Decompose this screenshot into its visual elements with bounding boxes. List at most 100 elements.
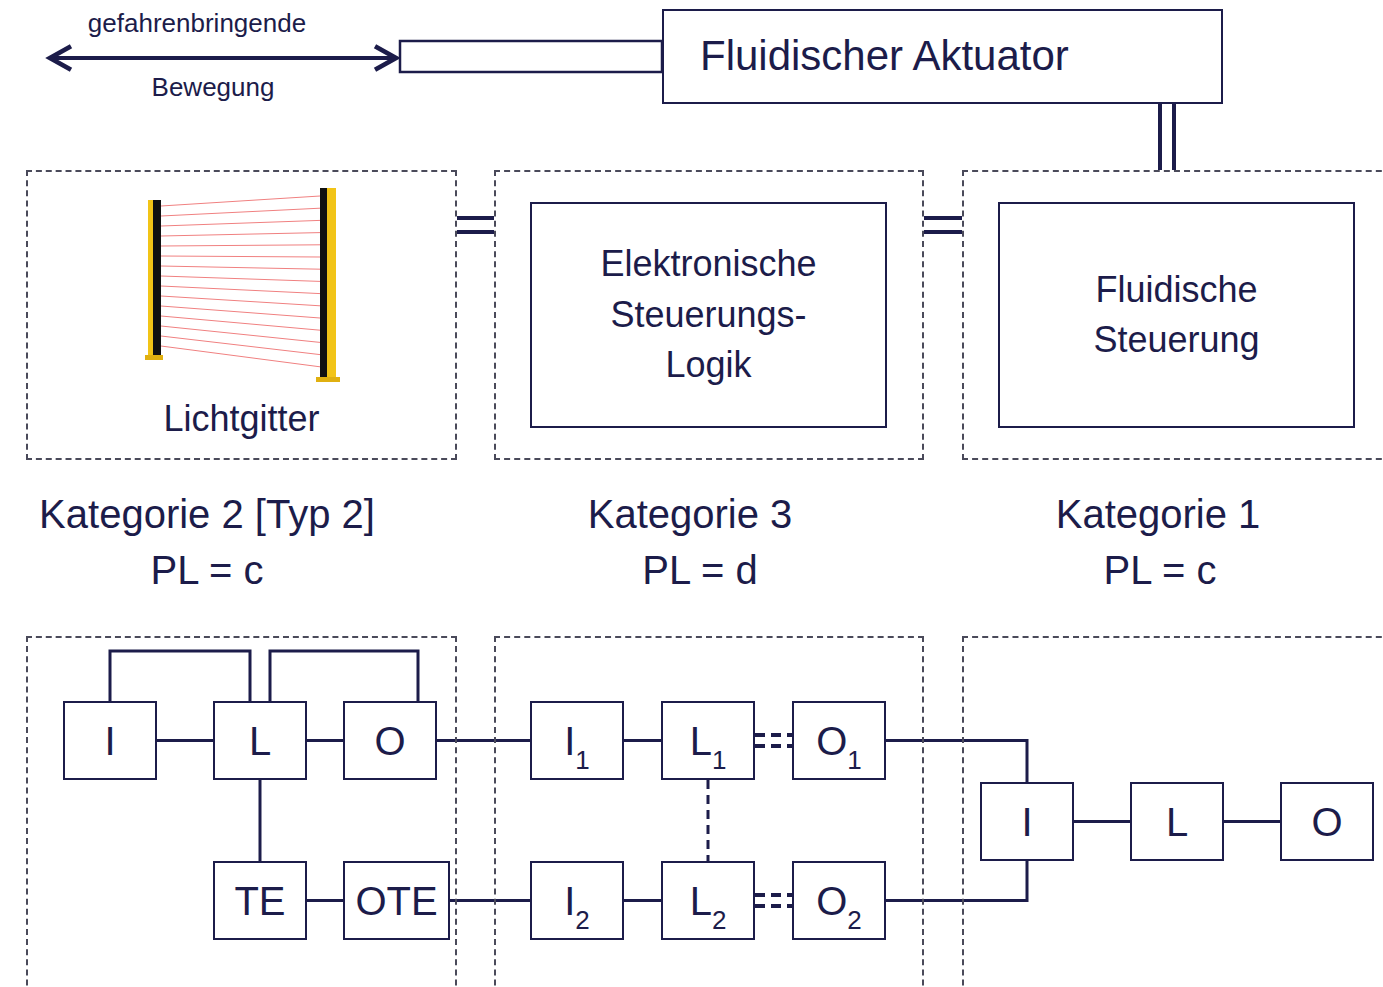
block-label: OTE — [355, 879, 437, 923]
connector — [1074, 821, 1130, 822]
light-beam — [161, 336, 320, 355]
connector-line — [307, 899, 343, 902]
text-holder: Lichtgitter — [28, 397, 455, 440]
subscript-index: 2 — [575, 905, 589, 935]
post-foot — [316, 377, 340, 382]
light-beams — [161, 196, 320, 367]
block-label: I — [564, 719, 575, 763]
block-label: L — [1166, 800, 1188, 844]
text-holder: L2 — [690, 873, 727, 929]
block-box: L — [213, 701, 307, 780]
text-holder: L — [249, 713, 271, 769]
category-label: PL = c — [0, 546, 507, 594]
connector-line — [157, 739, 213, 742]
category-region: I1L1O1I2L2O2 — [494, 636, 924, 987]
curtain-post — [327, 188, 336, 380]
text-holder: O1 — [816, 713, 862, 769]
block-box: O1 — [792, 701, 886, 780]
connector-gap — [457, 220, 494, 230]
block-label: TE — [234, 879, 285, 923]
connector — [260, 780, 261, 861]
block-label: O — [816, 879, 847, 923]
subscript-index: 2 — [712, 905, 726, 935]
block-box: Fluidischer Aktuator — [662, 9, 1223, 104]
text-holder: I2 — [564, 873, 590, 929]
light-beam — [161, 296, 320, 306]
text-holder: Elektronische Steuerungs- Logik — [578, 239, 840, 390]
connector — [755, 740, 792, 741]
block-box: Fluidische Steuerung — [998, 202, 1355, 428]
subscript-index: 1 — [847, 745, 861, 775]
block-box: O — [343, 701, 437, 780]
text-holder: I — [1021, 794, 1032, 850]
block-label: Fluidische Steuerung — [1093, 269, 1259, 360]
connector — [437, 740, 530, 741]
category-region: ILOTEOTE — [26, 636, 457, 987]
category-label: Kategorie 1 — [858, 490, 1383, 538]
subscript-index: 2 — [847, 905, 861, 935]
block-label: Elektronische Steuerungs- Logik — [600, 243, 816, 385]
block-label: L — [690, 879, 712, 923]
connector-line — [886, 741, 1027, 783]
block-box: O2 — [792, 861, 886, 940]
connector — [1224, 821, 1280, 822]
piston-rod — [400, 41, 662, 72]
connector — [270, 651, 418, 701]
block-label: Lichtgitter — [163, 398, 319, 439]
light-beam — [161, 245, 320, 246]
category-region: Lichtgitter — [26, 170, 457, 460]
motion-label: gefahrenbringende — [0, 8, 497, 39]
connector — [624, 740, 661, 741]
block-box: L2 — [661, 861, 755, 940]
text-holder: L1 — [690, 713, 727, 769]
block-label: I — [564, 879, 575, 923]
subscript-index: 1 — [712, 745, 726, 775]
block-label: L — [249, 719, 271, 763]
connector-line — [624, 899, 661, 902]
block-label: I — [1021, 800, 1032, 844]
block-box: I2 — [530, 861, 624, 940]
block-box: L1 — [661, 701, 755, 780]
text-holder: Fluidischer Aktuator — [700, 27, 1069, 86]
text-holder: O — [1311, 794, 1342, 850]
light-curtain — [145, 188, 340, 382]
connector — [307, 900, 343, 901]
connector-line — [1074, 820, 1130, 823]
light-beam — [161, 220, 320, 226]
connector-line — [450, 899, 530, 902]
block-label: Fluidischer Aktuator — [700, 32, 1069, 79]
connector — [1167, 104, 1168, 170]
block-label: O — [1311, 800, 1342, 844]
category-label: Kategorie 2 [Typ 2] — [0, 490, 507, 538]
light-beam — [161, 326, 320, 342]
connector-line — [307, 739, 343, 742]
connector-line — [259, 780, 262, 861]
connector — [157, 740, 213, 741]
connector-gap — [1162, 104, 1172, 170]
connector — [886, 861, 1027, 901]
connector-line — [755, 893, 792, 908]
block-box: O — [1280, 782, 1374, 861]
connector — [886, 741, 1027, 783]
connector-line — [437, 739, 530, 742]
text-holder: TE — [234, 873, 285, 929]
category-region: Elektronische Steuerungs- Logik — [494, 170, 924, 460]
connector-line — [457, 216, 494, 234]
curtain-post — [153, 200, 161, 358]
light-beam — [161, 286, 320, 294]
connector-gap — [755, 737, 792, 744]
connector — [457, 225, 494, 226]
block-box: Elektronische Steuerungs- Logik — [530, 202, 887, 428]
motion-label: Bewegung — [0, 72, 513, 103]
connector-line — [624, 739, 661, 742]
light-beam — [161, 276, 320, 281]
light-beam — [161, 256, 320, 257]
connector-line — [110, 651, 250, 701]
text-holder: I1 — [564, 713, 590, 769]
text-holder: I — [104, 713, 115, 769]
connector-line — [707, 780, 710, 861]
connector — [624, 900, 661, 901]
light-beam — [161, 208, 320, 216]
connector — [924, 225, 962, 226]
